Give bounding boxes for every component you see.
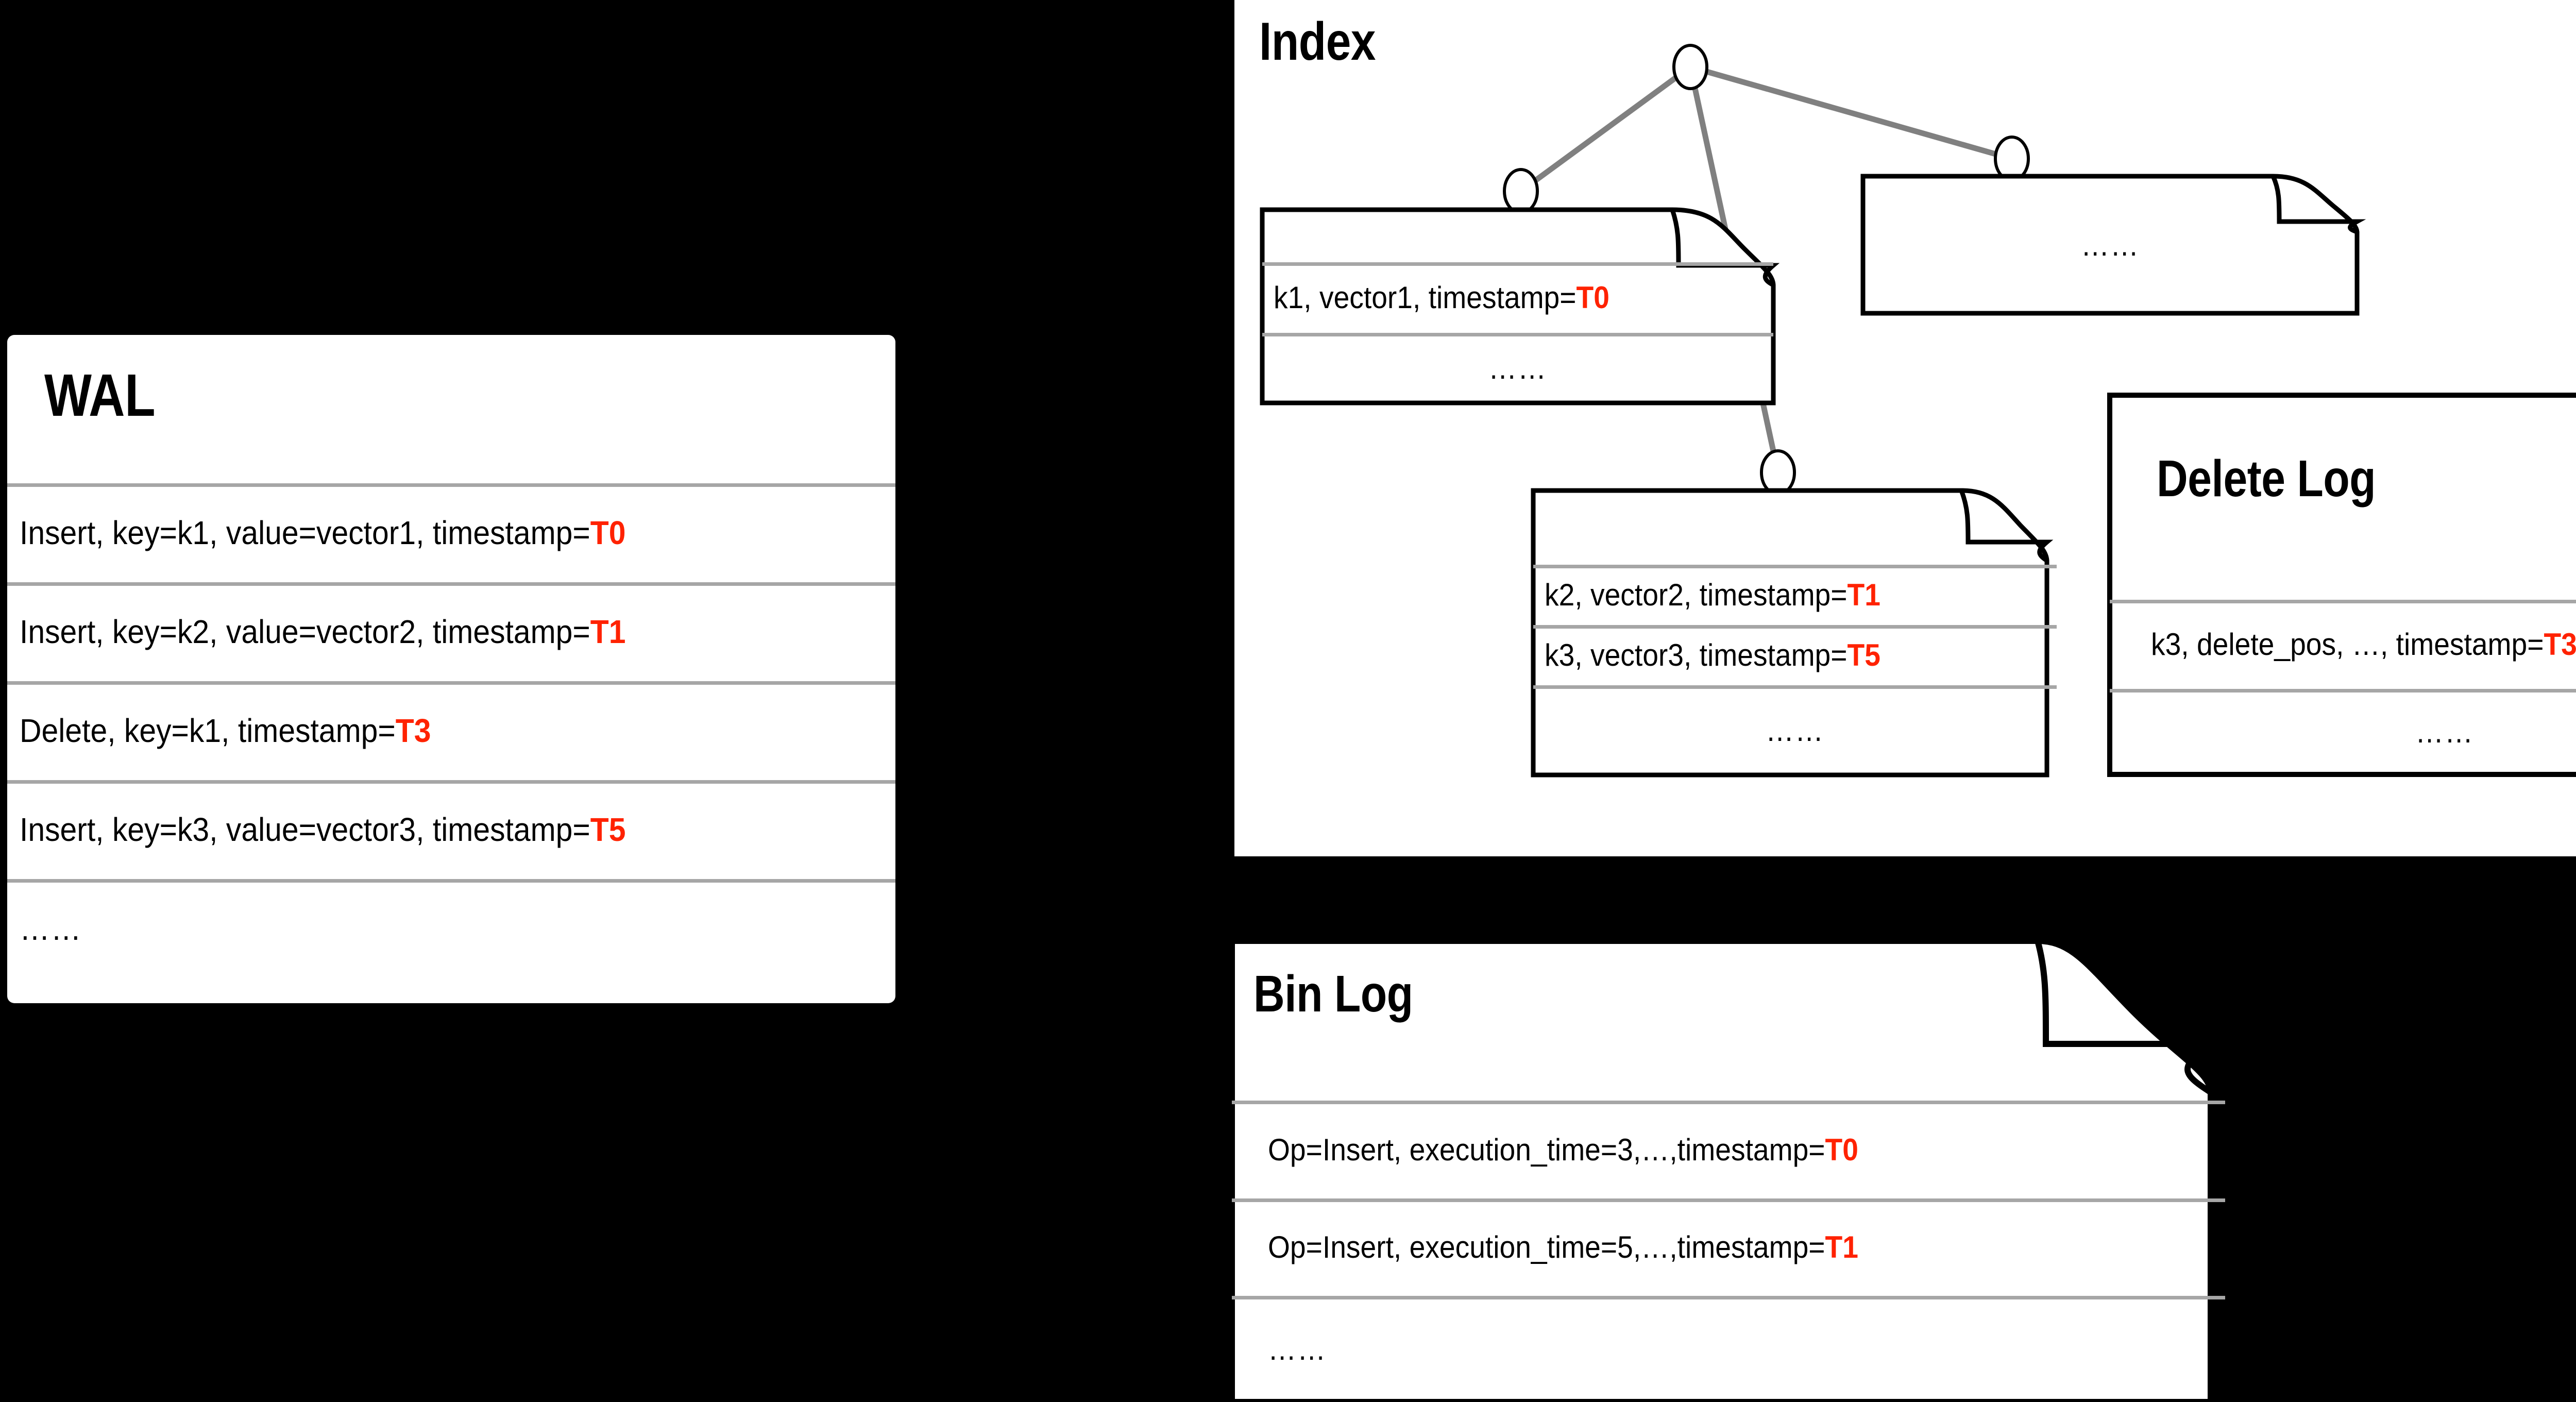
- wal-row-text: Insert, key=k3, value=vector3, timestamp…: [20, 811, 590, 848]
- leaf-k2k3-row: k2, vector2, timestamp=T1: [1533, 565, 2057, 625]
- tree-node-root: [1672, 44, 1708, 90]
- wal-row-timestamp: T0: [590, 514, 626, 551]
- leaf-k1-row: ……: [1262, 333, 1773, 403]
- bin-log-row-timestamp: T1: [1825, 1230, 1858, 1264]
- leaf-k2k3-divider: [1533, 625, 2057, 629]
- leaf-k2k3-row-text: ……: [1765, 713, 1825, 748]
- bin-log: Bin Log Op=Insert, execution_time=3,…,ti…: [1229, 938, 2228, 1402]
- bin-log-row-timestamp: T0: [1825, 1132, 1858, 1167]
- leaf-k2k3-row: k3, vector3, timestamp=T5: [1533, 625, 2057, 685]
- wal-row-text: Insert, key=k1, value=vector1, timestamp…: [20, 514, 590, 551]
- wal-row-timestamp: T5: [590, 811, 626, 848]
- delete-log-divider: [2110, 600, 2576, 603]
- leaf-k1-divider: [1262, 262, 1773, 266]
- doc-outline: [1860, 174, 2366, 316]
- index-leaf-k1: k1, vector1, timestamp=T0 ……: [1260, 207, 1780, 406]
- wal-row: Insert, key=k3, value=vector3, timestamp…: [7, 780, 895, 879]
- leaf-k2k3-row-timestamp: T1: [1847, 578, 1880, 612]
- leaf-right-row-text: ……: [2080, 227, 2140, 262]
- leaf-right-row: ……: [1863, 174, 2358, 315]
- doc-outline: [1260, 207, 1780, 406]
- tree-node-left: [1503, 168, 1539, 214]
- wal-row-timestamp: T3: [395, 712, 431, 749]
- bin-log-row: ……: [1232, 1296, 2225, 1402]
- bin-log-row-text: Op=Insert, execution_time=5,…,timestamp=: [1268, 1230, 1825, 1264]
- delete-log-title: Delete Log: [2157, 450, 2376, 508]
- wal-divider: [7, 879, 895, 883]
- index-leaf-k2k3: k2, vector2, timestamp=T1 k3, vector3, t…: [1531, 488, 2059, 778]
- leaf-k2k3-row: ……: [1533, 685, 2057, 775]
- tree-node-bottom: [1760, 449, 1796, 496]
- leaf-k2k3-row-timestamp: T5: [1847, 638, 1880, 672]
- leaf-k2k3-row-text: k2, vector2, timestamp=: [1545, 578, 1848, 612]
- leaf-k1-divider: [1262, 333, 1773, 336]
- delete-log-row: k3, delete_pos, …, timestamp=T3: [2110, 600, 2576, 689]
- leaf-k2k3-divider: [1533, 685, 2057, 689]
- leaf-k1-row-timestamp: T0: [1576, 280, 1609, 315]
- tree-edge-root-left: [1519, 64, 1692, 194]
- bin-log-divider: [1232, 1198, 2225, 1202]
- doc-outline: [2107, 393, 2576, 777]
- bin-log-row-text: ……: [1268, 1331, 1327, 1366]
- delete-log-row-text: ……: [2415, 714, 2475, 749]
- delete-log-divider: [2110, 689, 2576, 692]
- bin-log-title: Bin Log: [1253, 965, 1413, 1023]
- wal-divider: [7, 483, 895, 487]
- index-leaf-right: ……: [1860, 174, 2366, 316]
- wal-row: Insert, key=k2, value=vector2, timestamp…: [7, 582, 895, 681]
- wal-row: Insert, key=k1, value=vector1, timestamp…: [7, 483, 895, 582]
- wal-row: Delete, key=k1, timestamp=T3: [7, 681, 895, 780]
- leaf-k1-row-text: ……: [1488, 350, 1548, 385]
- wal-row-text: ……: [20, 910, 82, 947]
- bin-log-row: Op=Insert, execution_time=5,…,timestamp=…: [1232, 1198, 2225, 1296]
- leaf-k1-row: k1, vector1, timestamp=T0: [1262, 262, 1773, 333]
- index-title: Index: [1259, 12, 1376, 72]
- leaf-k1-row-text: k1, vector1, timestamp=: [1274, 280, 1577, 315]
- bin-log-divider: [1232, 1101, 2225, 1104]
- bin-log-divider: [1232, 1296, 2225, 1299]
- wal-panel: WAL Insert, key=k1, value=vector1, times…: [7, 335, 895, 1003]
- leaf-k2k3-row-text: k3, vector3, timestamp=: [1545, 638, 1848, 672]
- delete-log-row: ……: [2110, 689, 2576, 774]
- wal-row-text: Insert, key=k2, value=vector2, timestamp…: [20, 613, 590, 650]
- delete-log-row-timestamp: T3: [2544, 627, 2576, 662]
- tree-edge-root-right: [1689, 64, 2013, 162]
- doc-outline: [1229, 938, 2221, 1402]
- wal-divider: [7, 780, 895, 784]
- leaf-k2k3-divider: [1533, 565, 2057, 568]
- wal-row: ……: [7, 879, 895, 978]
- doc-outline: [1531, 488, 2054, 778]
- wal-title: WAL: [44, 362, 156, 429]
- delete-log-row-text: k3, delete_pos, …, timestamp=: [2151, 627, 2544, 662]
- bin-log-row: Op=Insert, execution_time=3,…,timestamp=…: [1232, 1101, 2225, 1198]
- wal-divider: [7, 582, 895, 586]
- delete-log: Delete Log k3, delete_pos, …, timestamp=…: [2107, 393, 2576, 777]
- wal-row-text: Delete, key=k1, timestamp=: [20, 712, 396, 749]
- wal-divider: [7, 681, 895, 685]
- wal-row-timestamp: T1: [590, 613, 626, 650]
- bin-log-row-text: Op=Insert, execution_time=3,…,timestamp=: [1268, 1132, 1825, 1167]
